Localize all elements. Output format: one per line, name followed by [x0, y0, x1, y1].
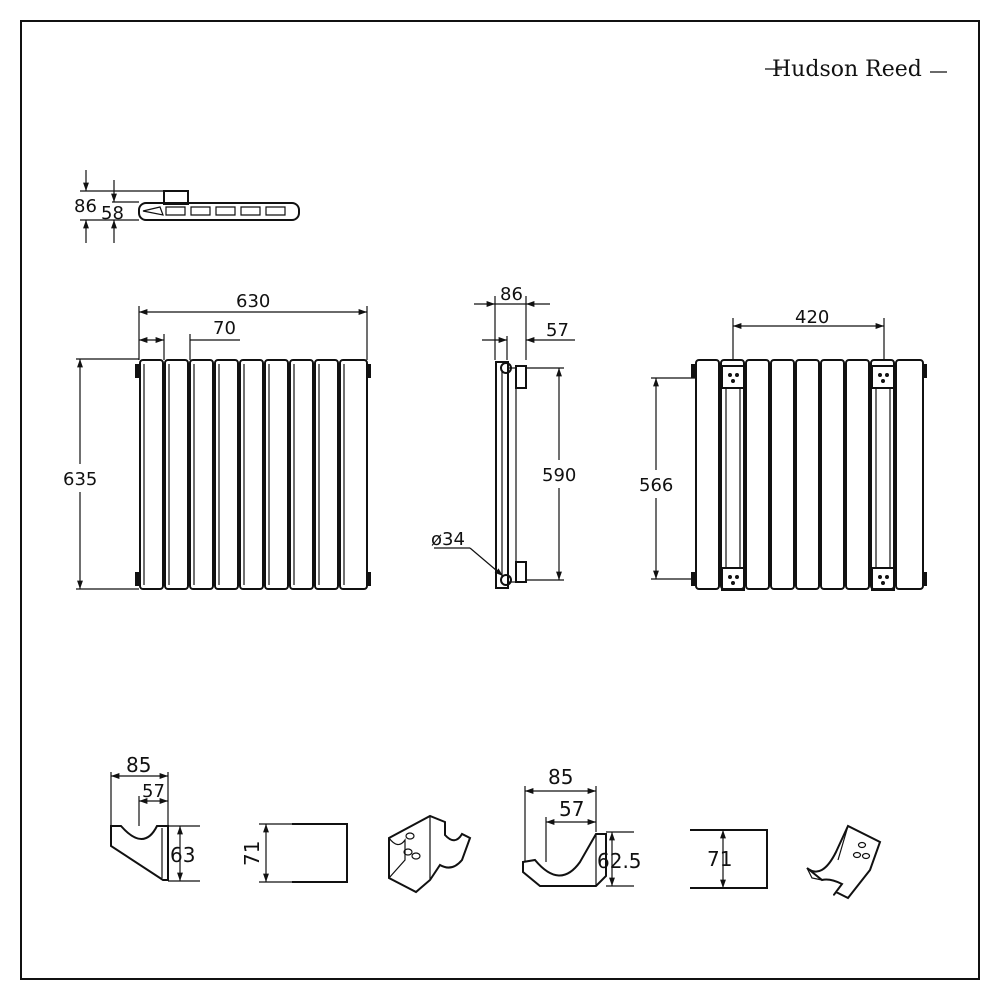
- side-depth-inner-label: 57: [546, 320, 569, 341]
- pipe-diameter-label: ø34: [431, 529, 465, 550]
- bracket-a-plate-height-label: 71: [240, 841, 264, 866]
- rear-height-label: 566: [639, 475, 673, 496]
- bracket-b-width-inner-label: 57: [559, 797, 584, 821]
- top-depth-inner-label: 58: [101, 203, 124, 224]
- brand-name: Hudson Reed: [772, 57, 922, 82]
- bracket-b-side: 85 57 62.5: [522, 765, 642, 887]
- bracket-a-width-outer-label: 85: [126, 753, 151, 777]
- bracket-b-plate: 71: [690, 829, 768, 889]
- side-height-label: 590: [542, 465, 576, 486]
- side-view: 86 57 590 ø34: [431, 284, 576, 589]
- bracket-b-plate-height-label: 71: [707, 847, 732, 871]
- bracket-b-height-label: 62.5: [597, 849, 642, 873]
- bracket-a-height-label: 63: [170, 843, 195, 867]
- front-pitch-label: 70: [213, 318, 236, 339]
- front-view: 630 70 635: [63, 291, 371, 590]
- rear-spacing-label: 420: [795, 307, 829, 328]
- bracket-a-width-inner-label: 57: [142, 781, 165, 802]
- front-height-label: 635: [63, 469, 97, 490]
- top-view: 86 58: [74, 170, 300, 243]
- bracket-a-side: 85 57 63: [110, 753, 200, 882]
- side-depth-outer-label: 86: [500, 284, 523, 305]
- bracket-b-width-outer-label: 85: [548, 765, 573, 789]
- bracket-b-iso: [806, 824, 882, 900]
- bracket-a-plate: 71: [240, 823, 348, 883]
- top-depth-outer-label: 86: [74, 196, 97, 217]
- brand-logo: Hudson Reed: [765, 57, 947, 82]
- rear-view: 420 566: [639, 307, 927, 591]
- front-width-label: 630: [236, 291, 270, 312]
- bracket-a-iso: [388, 814, 472, 894]
- sheet-border: [20, 20, 980, 980]
